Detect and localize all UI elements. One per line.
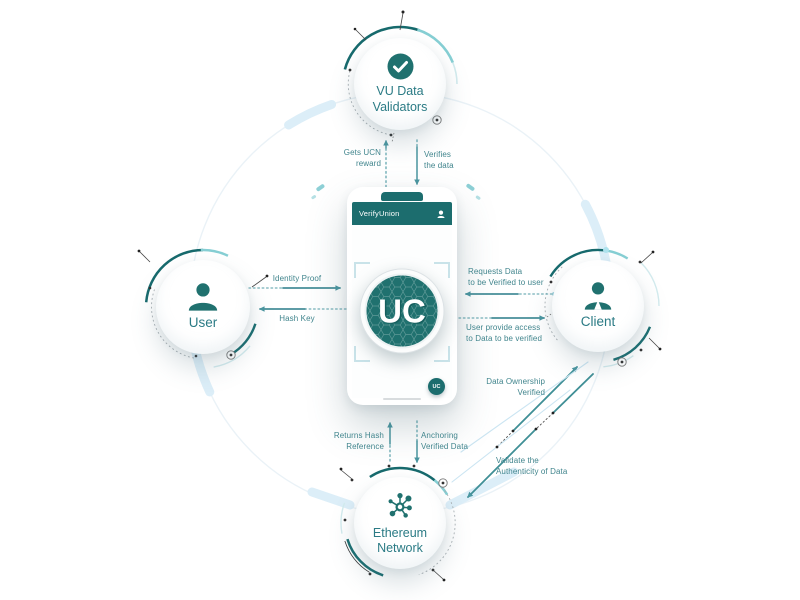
- node-ethereum: Ethereum Network: [354, 477, 446, 569]
- coin-text-shadow: UC: [380, 294, 428, 331]
- viewfinder-bracket: [434, 262, 450, 278]
- client-dots: [549, 247, 662, 367]
- ethereum-dots: [339, 464, 448, 582]
- flow-label-verifies-the-data: Verifies the data: [424, 150, 454, 171]
- phone-notch: [381, 192, 423, 201]
- app-title: VerifyUnion: [359, 209, 400, 218]
- client-icon: [581, 281, 615, 310]
- validators-label: VU Data Validators: [372, 84, 428, 114]
- network-icon: [384, 490, 416, 522]
- flow-arrows: [248, 139, 594, 498]
- free-swooshes: [307, 467, 519, 510]
- home-indicator: [383, 398, 421, 400]
- client-label: Client: [580, 314, 616, 330]
- uc-coin: UC UC: [359, 268, 445, 354]
- viewfinder-bracket: [354, 262, 370, 278]
- user-label: User: [188, 315, 218, 331]
- node-validators: VU Data Validators: [354, 38, 446, 130]
- ethereum-arcs: [340, 463, 460, 583]
- viewfinder-bracket: [354, 346, 370, 362]
- phone-mockup: VerifyUnion UC UC U: [347, 187, 457, 405]
- splash-marks: [311, 183, 481, 200]
- profile-icon[interactable]: [437, 210, 445, 218]
- flow-label-identity-proof: Identity Proof: [272, 274, 322, 283]
- validators-arcs: [341, 12, 459, 143]
- uc-badge: UC: [428, 378, 445, 395]
- user-icon: [186, 282, 220, 311]
- flow-label-requests-data: Requests Data to be Verified to user: [468, 267, 544, 288]
- validators-dots: [348, 10, 442, 137]
- flow-label-hash-key: Hash Key: [279, 314, 315, 323]
- flow-label-returns-hash-reference: Returns Hash Reference: [333, 431, 384, 452]
- check-icon: [387, 53, 414, 80]
- flow-label-gets-ucn-reward: Gets UCN reward: [343, 148, 381, 169]
- user-arcs: [139, 245, 267, 369]
- flow-label-data-ownership-verified: Data Ownership Verified: [486, 377, 545, 398]
- outer-ring-swooshes: [185, 88, 615, 518]
- node-client: Client: [552, 260, 644, 352]
- ethereum-label: Ethereum Network: [372, 525, 428, 555]
- flow-label-anchoring-verified-data: Anchoring Verified Data: [421, 431, 469, 452]
- diagonal-dots: [495, 411, 555, 449]
- viewfinder-bracket: [434, 346, 450, 362]
- app-bar: VerifyUnion: [352, 202, 452, 225]
- coin-text: UC: [378, 293, 426, 330]
- node-user: User: [156, 260, 250, 354]
- flow-label-validate-authenticity: Validate the Authenticity of Data: [496, 456, 568, 477]
- flow-label-user-provide-access: User provide access to Data to be verifi…: [466, 323, 543, 344]
